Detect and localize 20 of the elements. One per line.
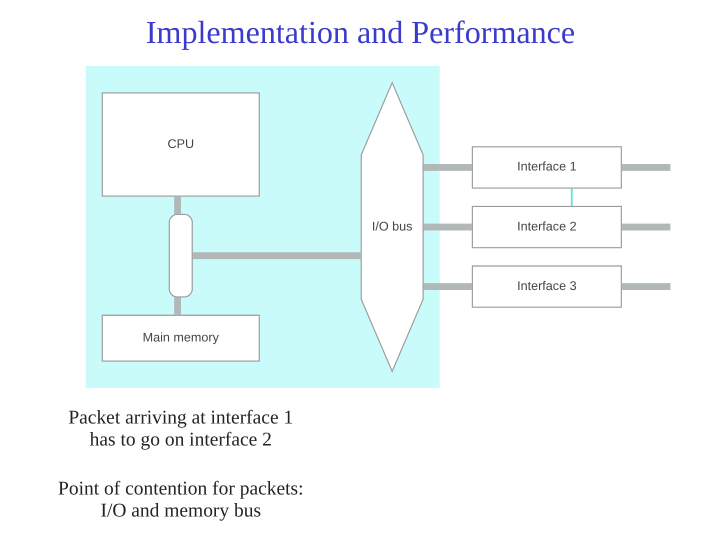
connector — [621, 224, 670, 230]
connector — [422, 283, 472, 290]
node-box: CPU — [101, 92, 260, 197]
connector — [621, 283, 670, 290]
connector — [174, 196, 181, 214]
node-box: Interface 3 — [471, 265, 622, 308]
node-bar — [168, 214, 192, 298]
diagram-title: Implementation and Performance — [145, 14, 575, 50]
connector — [192, 252, 361, 260]
cluster — [85, 66, 440, 388]
connector — [422, 224, 472, 230]
node-box: Main memory — [101, 314, 260, 362]
label: Packet arriving at interface 1 has to go on interface 2 — [68, 408, 293, 450]
node-box: Interface 2 — [471, 206, 622, 248]
node-box: Interface 1 — [471, 146, 622, 189]
connector — [570, 188, 572, 206]
connector — [174, 297, 181, 316]
connector — [422, 164, 472, 171]
connector — [621, 164, 670, 171]
label: Point of contention for packets: I/O and memory bus — [58, 478, 304, 522]
